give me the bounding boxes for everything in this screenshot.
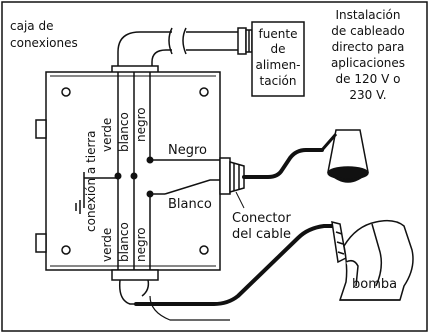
power-source-box — [251, 21, 305, 97]
ground-symbol — [75, 172, 118, 214]
power-source-label-4: tación — [260, 74, 297, 88]
ground-connection-label: conexión a tierra — [84, 130, 98, 232]
bottom-wire-bundle — [111, 178, 159, 305]
svg-text:de cableado: de cableado — [331, 24, 404, 38]
bottom-wire-negro: negro — [134, 227, 148, 262]
bottom-wire-blanco: blanco — [117, 222, 131, 262]
connector-label-2: del cable — [232, 227, 291, 242]
svg-text:aplicaciones: aplicaciones — [331, 56, 405, 70]
installation-note: Instalación de cableado directo para apl… — [331, 8, 405, 102]
pump-cable — [134, 224, 334, 306]
junction-box-label-1: caja de — [10, 19, 53, 33]
connector-leader-line — [235, 191, 245, 209]
float-switch — [320, 129, 369, 183]
wire-black-label: Negro — [168, 143, 207, 158]
svg-text:Instalación: Instalación — [335, 8, 400, 22]
power-source-label-1: fuente — [259, 27, 298, 41]
internal-wires — [150, 159, 220, 195]
top-wire-negro: negro — [134, 107, 148, 142]
pump-cable-shadow — [149, 295, 230, 321]
top-wire-bundle — [117, 72, 151, 175]
connector-label-1: Conector — [232, 211, 291, 226]
svg-text:directo para: directo para — [332, 40, 405, 54]
top-wire-verde: verde — [100, 118, 114, 152]
power-source-label-3: alimen- — [255, 58, 300, 72]
float-switch-cable — [242, 148, 324, 179]
svg-text:230 V.: 230 V. — [349, 88, 386, 102]
svg-text:de 120 V o: de 120 V o — [336, 72, 401, 86]
power-source-label-2: de — [271, 42, 286, 56]
bottom-wire-verde: verde — [100, 228, 114, 262]
conduit — [111, 27, 240, 77]
junction-box-label-2: conexiones — [10, 36, 78, 50]
power-fitting — [237, 27, 253, 55]
pump-label: bomba — [352, 277, 397, 292]
junction-box — [35, 71, 221, 271]
top-wire-blanco: blanco — [117, 112, 131, 152]
wire-white-label: Blanco — [168, 197, 212, 212]
pump-icon — [331, 219, 414, 301]
cable-connector — [219, 157, 245, 195]
